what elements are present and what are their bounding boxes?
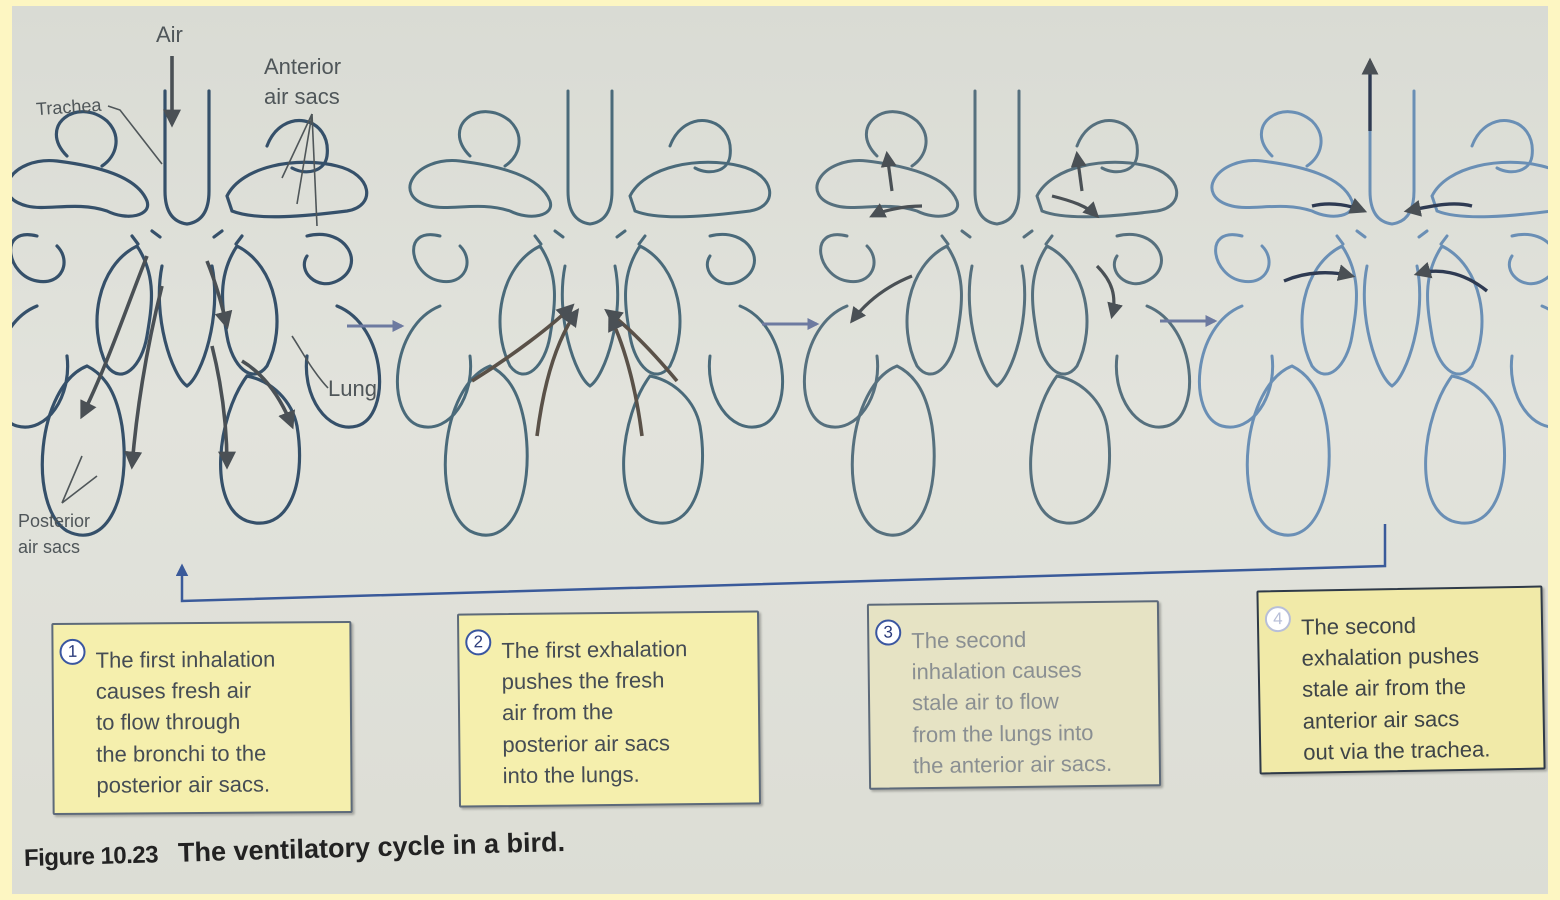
step-1-box: 1 The first inhalation causes fresh air … [51, 621, 352, 815]
cycle-return-arrow [182, 524, 1385, 601]
figure-number: Figure 10.23 [24, 841, 159, 872]
stage-1-air-flow-arrows [82, 56, 292, 466]
textbook-page: Air Trachea Anterior air sacs Lung Poste… [12, 6, 1548, 894]
label-anterior-air-sacs: Anterior air sacs [264, 52, 341, 111]
stage-transition-arrows [347, 321, 1215, 326]
step-3-text: The second inhalation causes stale air t… [911, 622, 1145, 781]
step-2-text: The first exhalation pushes the fresh ai… [501, 633, 745, 792]
step-2-box: 2 The first exhalation pushes the fresh … [457, 610, 761, 807]
step-1-number: 1 [59, 639, 85, 665]
label-air: Air [156, 24, 183, 46]
label-posterior-air-sacs: Posterior air sacs [18, 508, 90, 560]
step-3-number: 3 [875, 619, 901, 645]
step-2-number: 2 [465, 629, 491, 655]
stage-3-air-flow-arrows [852, 154, 1114, 321]
stage-1-respiratory-system [12, 91, 380, 535]
step-1-text: The first inhalation causes fresh air to… [95, 643, 336, 801]
stage-4-respiratory-system [1199, 91, 1548, 535]
step-4-number: 4 [1265, 606, 1291, 632]
label-lung: Lung [328, 378, 377, 400]
step-3-box: 3 The second inhalation causes stale air… [867, 600, 1161, 790]
stage-3-respiratory-system [804, 91, 1189, 535]
label-trachea: Trachea [35, 96, 101, 119]
stage-2-respiratory-system [397, 91, 782, 535]
step-4-box: 4 The second exhalation pushes stale air… [1256, 586, 1545, 775]
step-4-text: The second exhalation pushes stale air f… [1301, 608, 1530, 768]
